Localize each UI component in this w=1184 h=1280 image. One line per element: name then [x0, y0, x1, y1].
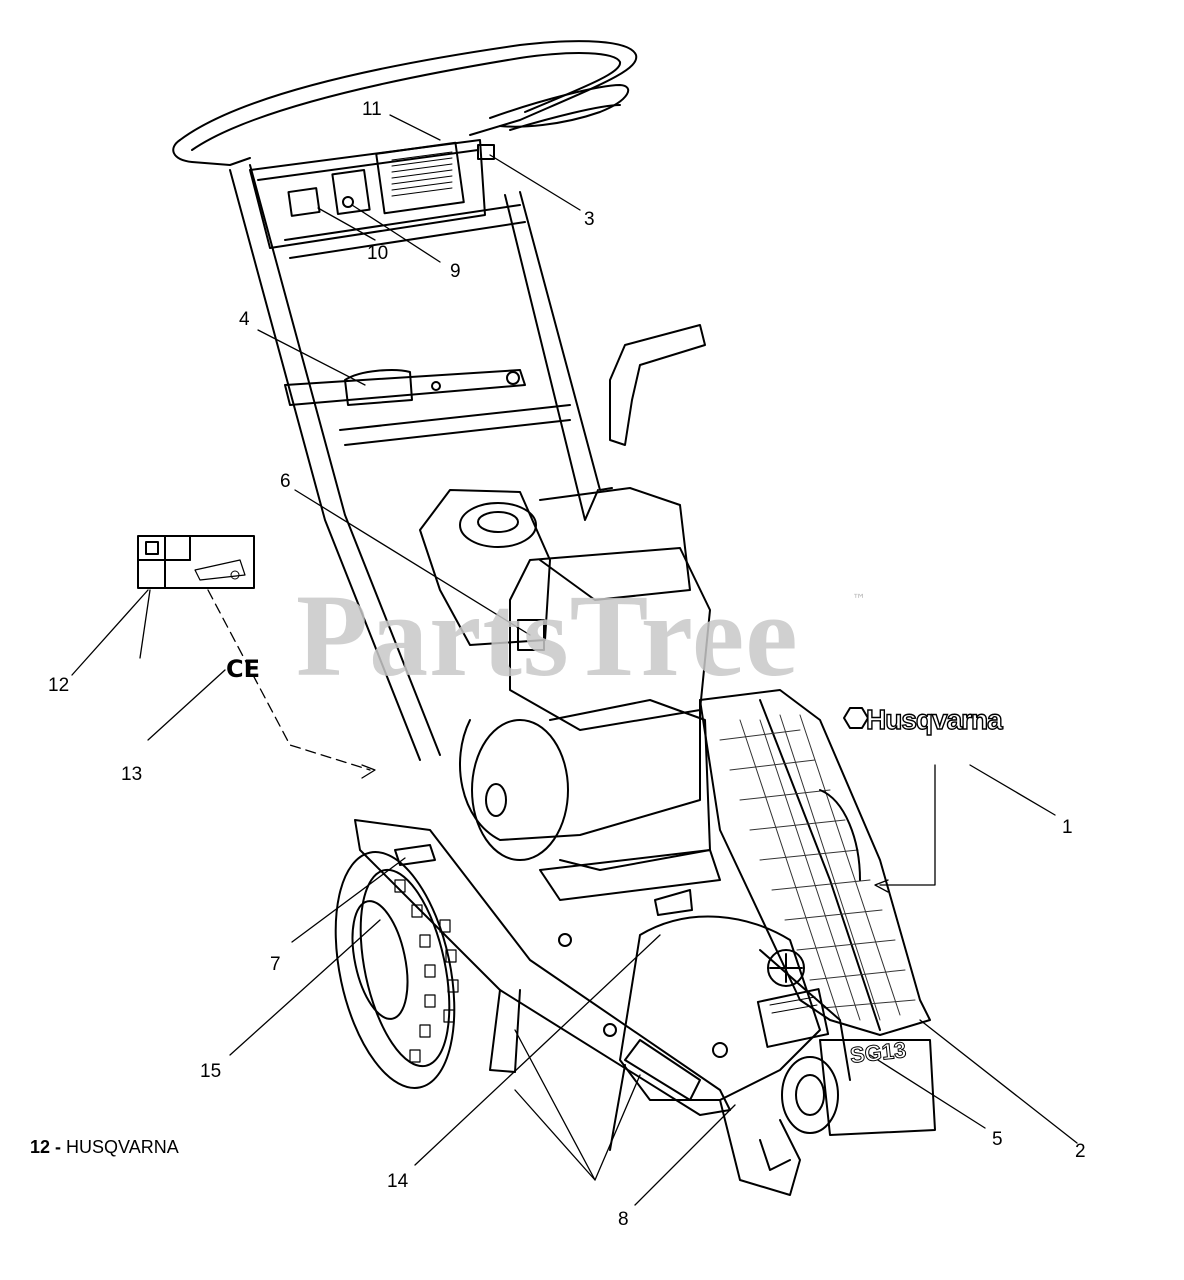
caption-number: 12 - — [30, 1137, 62, 1157]
control-panel — [249, 139, 495, 249]
callout-5[interactable]: 5 — [992, 1129, 1003, 1150]
decal-12-illustration — [137, 535, 255, 589]
callout-10[interactable]: 10 — [367, 243, 389, 264]
callout-12[interactable]: 12 — [48, 675, 70, 696]
callout-6[interactable]: 6 — [280, 471, 291, 492]
callout-4[interactable]: 4 — [239, 309, 250, 330]
handle-frame — [229, 164, 613, 761]
callout-9[interactable]: 9 — [450, 261, 461, 282]
callout-15[interactable]: 15 — [200, 1061, 222, 1082]
callout-1[interactable]: 1 — [1062, 817, 1073, 838]
trademark-symbol: ™ — [852, 592, 866, 608]
cutting-wheel-housing — [619, 915, 936, 1196]
handlebar — [172, 40, 638, 166]
callout-11[interactable]: 11 — [362, 99, 382, 120]
decal-1-outline — [843, 707, 869, 729]
callout-2[interactable]: 2 — [1075, 1141, 1086, 1162]
ce-mark: CE — [226, 655, 261, 683]
callout-7[interactable]: 7 — [270, 954, 281, 975]
wheel — [334, 851, 459, 1089]
watermark: PartsTree — [296, 570, 799, 701]
diagram-caption: 12 - HUSQVARNA — [30, 1137, 179, 1158]
callout-3[interactable]: 3 — [584, 209, 595, 230]
caption-text: HUSQVARNA — [66, 1137, 179, 1157]
husqvarna-brand-decal: Husqvarna — [865, 703, 1003, 735]
leader-lines — [71, 114, 1078, 1206]
callout-13[interactable]: 13 — [121, 764, 143, 785]
cutter-guard — [699, 689, 931, 1036]
engine — [419, 487, 721, 901]
crossbar — [284, 324, 706, 446]
callout-8[interactable]: 8 — [618, 1209, 629, 1230]
callout-14[interactable]: 14 — [387, 1171, 409, 1192]
